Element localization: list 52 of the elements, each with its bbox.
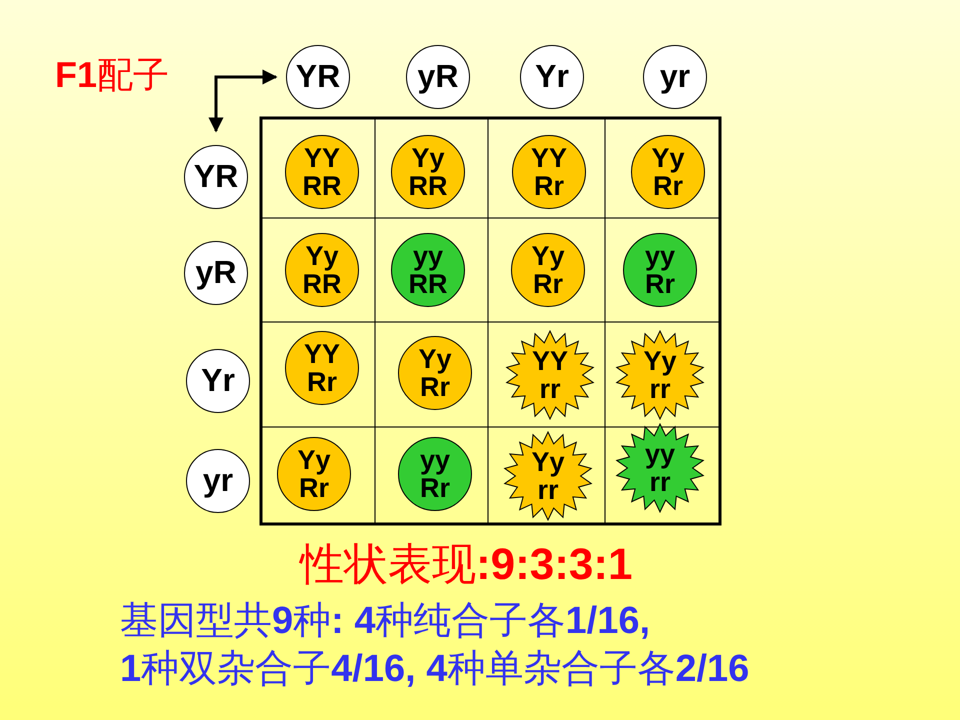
genotype-circle xyxy=(631,135,705,209)
genotype-label: yy Rr xyxy=(418,446,452,502)
genotype-circle xyxy=(512,135,586,209)
genotype-circle xyxy=(398,336,472,410)
gamete-label: yr xyxy=(660,60,690,94)
genotype-label: YY rr xyxy=(530,346,570,404)
gamete-label: yr xyxy=(202,464,234,498)
genotype-circle xyxy=(391,233,465,307)
phenotype-ratio: 性状表现:9:3:3:1 xyxy=(300,539,634,591)
genotype-circle xyxy=(285,135,359,209)
gamete-circle xyxy=(186,349,250,413)
gamete-heading: F1配子 xyxy=(55,52,205,98)
genotype-starburst xyxy=(616,331,704,419)
genotype-starburst xyxy=(616,424,704,512)
genotype-starburst xyxy=(504,432,592,520)
genotype-label: YY RR xyxy=(302,144,342,200)
genotype-circle xyxy=(511,233,585,307)
genotype-label: yy rr xyxy=(644,440,676,496)
gamete-label: yR xyxy=(418,60,458,94)
gamete-label: Yr xyxy=(201,364,235,398)
genotype-label: Yy Rr xyxy=(417,344,453,402)
gamete-circle xyxy=(643,45,707,109)
genotype-label: yy Rr xyxy=(644,242,676,298)
genotype-label: Yy Rr xyxy=(530,242,566,298)
genotype-circle xyxy=(398,437,472,511)
arrow xyxy=(208,70,278,132)
genotype-label: yy RR xyxy=(408,242,448,298)
genotype-label: Yy Rr xyxy=(650,144,686,200)
genotype-label: YY Rr xyxy=(530,144,568,200)
genotype-starburst xyxy=(506,331,594,419)
gamete-circle xyxy=(186,449,250,513)
genotype-label: Yy rr xyxy=(530,448,566,504)
gamete-label: YR xyxy=(296,60,340,94)
genotype-circle xyxy=(391,135,465,209)
gamete-circle xyxy=(406,45,470,109)
gamete-circle xyxy=(184,241,248,305)
genotype-circle xyxy=(285,331,359,405)
genotype-label: Yy RR xyxy=(408,144,448,200)
genotype-circle xyxy=(623,233,697,307)
gamete-circle xyxy=(520,45,584,109)
genotype-label: Yy Rr xyxy=(296,446,332,502)
gamete-label: YR xyxy=(194,160,238,194)
gamete-label: Yr xyxy=(535,60,569,94)
genotype-circle xyxy=(285,233,359,307)
genotype-label: YY Rr xyxy=(302,340,342,396)
gamete-circle xyxy=(184,145,248,209)
genotype-circle xyxy=(277,437,351,511)
gamete-circle xyxy=(286,45,350,109)
genotype-label: Yy RR xyxy=(302,242,342,298)
genotype-summary: 基因型共9种: 4种纯合子各1/16, 1种双杂合子4/16, 4种单杂合子各2/16 xyxy=(120,599,750,692)
gamete-label: yR xyxy=(196,256,236,290)
genotype-label: Yy rr xyxy=(642,346,678,404)
